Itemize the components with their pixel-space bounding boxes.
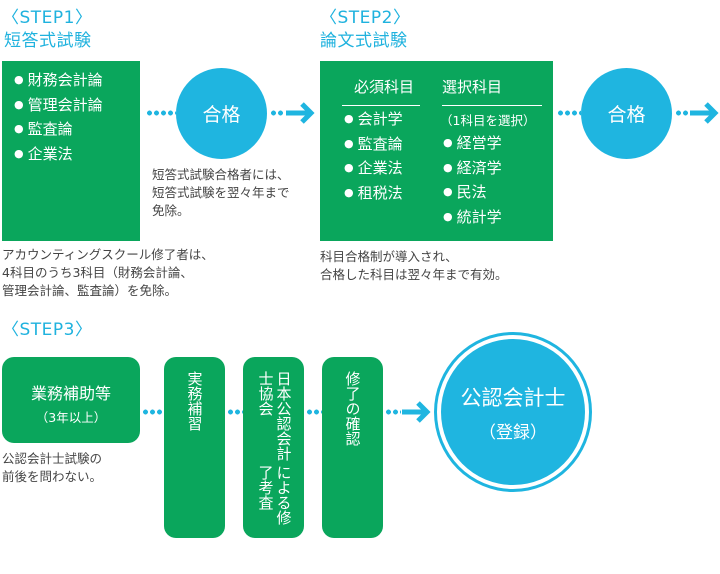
note-line: 前後を問わない。 bbox=[2, 469, 103, 484]
dotted-connector bbox=[675, 110, 689, 116]
pass-label: 合格 bbox=[202, 104, 241, 126]
step1-pass-note: 短答式試験合格者には、 短答式試験を翌々年まで 免除。 bbox=[152, 166, 290, 220]
step1-pass-circle: 合格 bbox=[176, 68, 267, 159]
subject-item: 租税法 bbox=[344, 181, 403, 206]
work-title: 業務補助等 bbox=[30, 384, 111, 403]
subject-item: 民法 bbox=[443, 180, 502, 205]
step2-note: 科目合格制が導入され、 合格した科目は翌々年まで有効。 bbox=[320, 248, 508, 284]
elective-sub: （1科目を選択） bbox=[440, 113, 536, 128]
dotted-connector bbox=[227, 409, 243, 415]
cpa-circle-ring: 公認会計士 （登録） bbox=[434, 332, 592, 492]
subject-item: 企業法 bbox=[344, 156, 403, 181]
dotted-connector bbox=[142, 409, 164, 415]
note-line: 短答式試験合格者には、 bbox=[152, 167, 290, 182]
subject-item: 監査論 bbox=[14, 117, 140, 142]
step3-label: 〈STEP3〉 bbox=[2, 320, 93, 340]
dotted-connector bbox=[385, 409, 401, 415]
required-heading: 必須科目 bbox=[342, 76, 420, 106]
arrow-right-icon bbox=[690, 102, 719, 124]
completion-box: 修了の確認 bbox=[322, 357, 383, 538]
completion-text: 修了の確認 bbox=[343, 371, 362, 446]
dotted-connector bbox=[557, 110, 581, 116]
pass-label: 合格 bbox=[607, 104, 646, 126]
subject-item: 会計学 bbox=[344, 107, 403, 132]
dotted-connector bbox=[306, 409, 322, 415]
arrow-right-icon bbox=[402, 401, 431, 423]
subject-item: 経済学 bbox=[443, 156, 502, 181]
step2-pass-circle: 合格 bbox=[581, 68, 672, 159]
note-line: 管理会計論、監査論）を免除。 bbox=[2, 283, 178, 298]
cpa-title: 公認会計士 bbox=[460, 385, 566, 410]
note-line: 科目合格制が導入され、 bbox=[320, 249, 458, 264]
subject-item: 財務会計論 bbox=[14, 68, 140, 93]
arrow-right-icon bbox=[286, 102, 315, 124]
subject-item: 企業法 bbox=[14, 142, 140, 167]
step2-label: 〈STEP2〉 bbox=[320, 8, 411, 28]
practice-text: 実務補習 bbox=[185, 371, 204, 431]
exam-text-line: による修了考査 bbox=[256, 464, 293, 525]
step2-title: 論文式試験 bbox=[320, 31, 408, 51]
subject-item: 統計学 bbox=[443, 205, 502, 230]
subject-item: 管理会計論 bbox=[14, 93, 140, 118]
subject-item: 経営学 bbox=[443, 131, 502, 156]
step1-subjects-box: 財務会計論 管理会計論 監査論 企業法 bbox=[2, 61, 140, 241]
note-line: 4科目のうち3科目（財務会計論、 bbox=[2, 265, 193, 280]
required-heading-text: 必須科目 bbox=[354, 78, 415, 96]
final-exam-box: 日本公認会計士協会による修了考査 bbox=[243, 357, 304, 538]
note-line: 免除。 bbox=[152, 203, 190, 218]
dotted-connector bbox=[270, 110, 285, 116]
step2-subjects-box: 必須科目 会計学 監査論 企業法 租税法 選択科目 （1科目を選択） 経営学 経… bbox=[320, 61, 553, 241]
elective-heading: 選択科目 bbox=[442, 76, 542, 106]
work-note: 公認会計士試験の 前後を問わない。 bbox=[2, 450, 102, 486]
step1-label: 〈STEP1〉 bbox=[2, 8, 93, 28]
work-sub: （3年以上） bbox=[35, 410, 107, 425]
cpa-sub: （登録） bbox=[479, 422, 547, 443]
work-box: 業務補助等 （3年以上） bbox=[2, 357, 140, 443]
practice-box: 実務補習 bbox=[164, 357, 225, 538]
dotted-connector bbox=[146, 110, 176, 116]
note-line: 公認会計士試験の bbox=[2, 451, 103, 466]
step1-note: アカウンティングスクール修了者は、 4科目のうち3科目（財務会計論、 管理会計論… bbox=[2, 246, 214, 300]
step1-title: 短答式試験 bbox=[4, 31, 92, 51]
note-line: 合格した科目は翌々年まで有効。 bbox=[320, 267, 508, 282]
exam-text-line: 日本公認会計士協会 bbox=[256, 371, 293, 461]
note-line: 短答式試験を翌々年まで bbox=[152, 185, 290, 200]
note-line: アカウンティングスクール修了者は、 bbox=[2, 247, 214, 262]
subject-item: 監査論 bbox=[344, 132, 403, 157]
cpa-circle: 公認会計士 （登録） bbox=[441, 339, 585, 485]
